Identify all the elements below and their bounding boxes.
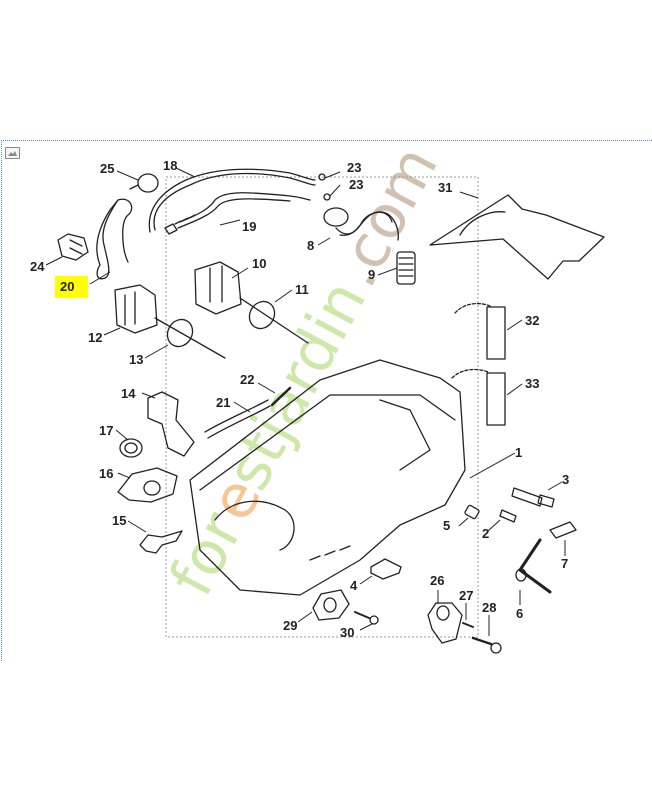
label-part-3: 3	[562, 472, 569, 487]
leader-lines	[45, 167, 566, 636]
label-part-23a: 23	[347, 160, 361, 175]
part-8-pickup	[323, 207, 349, 227]
label-part-6: 6	[516, 606, 523, 621]
label-part-20: 20	[60, 279, 75, 294]
part-2-nipple	[499, 509, 517, 523]
assembly-group-box	[165, 176, 479, 638]
label-part-29: 29	[283, 618, 297, 633]
label-part-33: 33	[525, 376, 539, 391]
part-25-cap	[137, 173, 159, 193]
part-31-cover	[429, 194, 605, 280]
label-part-19: 19	[242, 219, 256, 234]
part-15-clip	[139, 530, 183, 554]
part-11-o-ring	[248, 300, 276, 330]
part-10-shaft	[239, 297, 309, 344]
label-part-23b: 23	[349, 177, 363, 192]
label-part-12: 12	[88, 330, 102, 345]
part-7-bushing	[549, 521, 577, 539]
part-28-bolt	[471, 636, 493, 646]
label-part-10: 10	[252, 256, 266, 271]
label-part-17: 17	[99, 423, 113, 438]
label-part-16: 16	[99, 466, 113, 481]
label-part-18: 18	[163, 158, 177, 173]
label-part-15: 15	[112, 513, 126, 528]
part-19-hose	[179, 192, 311, 223]
label-part-8: 8	[307, 238, 314, 253]
label-part-22: 22	[240, 372, 254, 387]
part-10-pump	[194, 261, 242, 315]
label-part-27: 27	[459, 588, 473, 603]
label-part-9: 9	[368, 267, 375, 282]
label-part-21: 21	[216, 395, 230, 410]
part-26-bracket	[427, 602, 463, 644]
part-16-holder	[117, 467, 178, 503]
part-22-spring	[270, 386, 292, 407]
label-part-28: 28	[482, 600, 496, 615]
part-30-screw	[354, 611, 370, 619]
label-part-2: 2	[482, 526, 489, 541]
part-23-fitting-b	[323, 193, 331, 201]
label-part-14: 14	[121, 386, 136, 401]
part-18-hose	[153, 172, 316, 231]
label-part-25: 25	[100, 161, 114, 176]
part-1-crankcase	[189, 359, 466, 596]
part-3-fitting	[511, 487, 543, 507]
part-12-shaft	[154, 317, 226, 359]
label-part-26: 26	[430, 573, 444, 588]
label-part-7: 7	[561, 556, 568, 571]
image-frame	[1, 140, 652, 661]
part-13-o-ring	[166, 318, 194, 348]
label-part-1: 1	[515, 445, 522, 460]
watermark-part-5: .com	[321, 135, 452, 298]
label-part-31: 31	[438, 180, 452, 195]
label-part-11: 11	[295, 282, 309, 297]
label-part-4: 4	[350, 578, 358, 593]
part-20-bracket	[96, 199, 119, 280]
part-23-fitting-a	[318, 173, 326, 181]
part-5-sleeve	[464, 504, 480, 520]
part-33-warning-label	[486, 372, 506, 426]
label-part-5: 5	[443, 518, 450, 533]
watermark: for e st jardin .com	[156, 135, 451, 607]
part-17-grommet	[119, 438, 143, 458]
image-placeholder-icon[interactable]	[5, 147, 20, 159]
part-24-valve	[57, 233, 89, 261]
part-14-guide	[147, 391, 195, 457]
part-27-screw	[462, 622, 474, 628]
label-part-13: 13	[129, 352, 143, 367]
part-4-pad	[370, 558, 402, 580]
part-29-bracket	[312, 589, 350, 621]
label-part-30: 30	[340, 625, 354, 640]
highlighted-part-label[interactable]: 20	[55, 276, 88, 298]
part-21-hose	[204, 399, 269, 433]
part-6-tube	[518, 538, 552, 594]
part-32-warning-label	[486, 306, 506, 360]
label-part-32: 32	[525, 313, 539, 328]
part-12-pump	[114, 284, 158, 334]
label-part-24: 24	[30, 259, 45, 274]
